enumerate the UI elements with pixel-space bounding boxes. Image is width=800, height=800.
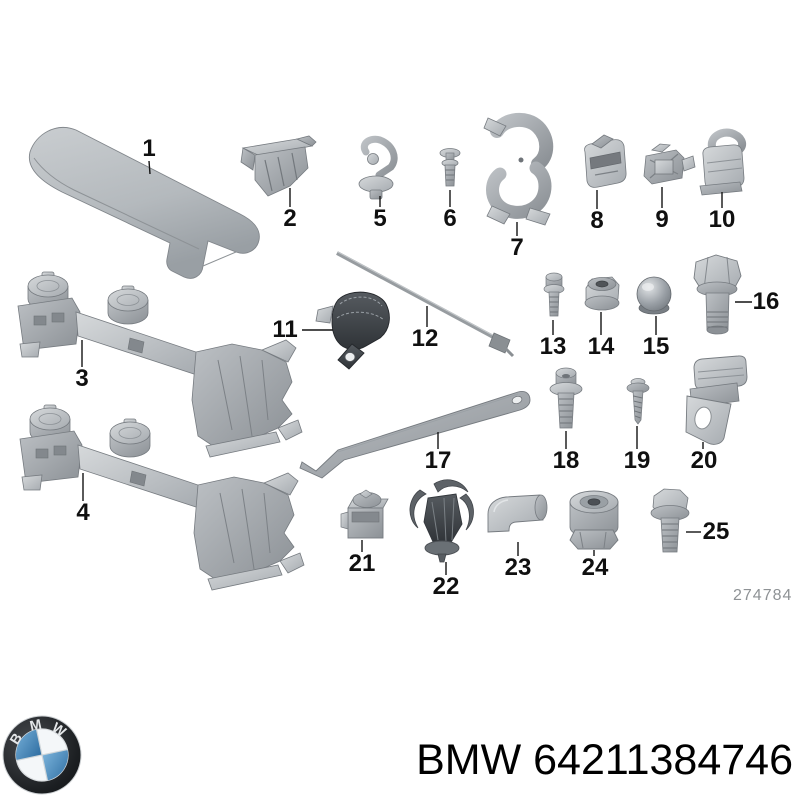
part-23-cover-cap <box>487 494 548 533</box>
part-10-pipe-clip <box>699 128 747 196</box>
part-5-cable-holder-clip <box>358 135 398 200</box>
part-13-torx-screw <box>543 272 565 317</box>
part-25-flange-bolt <box>650 488 690 553</box>
callout-23: 23 <box>504 554 532 581</box>
part-9-cage-clip <box>643 143 696 185</box>
drawing-number: 274784 <box>733 587 793 604</box>
callout-20: 20 <box>690 447 718 474</box>
part-number-text: BMW 64211384746 <box>416 736 793 784</box>
logo-letter-m: M <box>28 716 43 734</box>
part-2-bracket-clip <box>240 135 317 197</box>
part-14-flange-nut <box>584 276 620 311</box>
callout-15: 15 <box>642 333 670 360</box>
part-15-cap-nut-cover <box>636 276 672 315</box>
callout-1: 1 <box>142 135 156 162</box>
callout-6: 6 <box>443 205 457 232</box>
part-12-cable-tie <box>336 251 515 358</box>
part-6-expanding-rivet <box>439 148 461 187</box>
callout-18: 18 <box>552 447 580 474</box>
callout-3: 3 <box>75 365 89 392</box>
part-19-screw <box>626 378 650 425</box>
callout-19: 19 <box>623 447 651 474</box>
part-1-trim-cover <box>28 127 260 279</box>
callout-5: 5 <box>373 205 387 232</box>
part-22-expanding-clip <box>409 479 474 563</box>
callout-14: 14 <box>587 333 615 360</box>
part-11-p-clamp <box>315 291 390 370</box>
callout-7: 7 <box>510 234 524 261</box>
callout-16: 16 <box>752 288 780 315</box>
bmw-logo: B M W <box>2 715 82 795</box>
callout-25: 25 <box>702 518 730 545</box>
part-8-spring-clip <box>584 134 627 188</box>
callout-13: 13 <box>539 333 567 360</box>
callout-2: 2 <box>283 205 297 232</box>
callout-22: 22 <box>432 573 460 600</box>
callout-10: 10 <box>708 206 736 233</box>
callout-8: 8 <box>590 207 604 234</box>
part-7-spring-band-clamp <box>483 113 554 226</box>
part-24-collar-nut <box>569 490 619 550</box>
part-17-support-strap <box>299 391 531 479</box>
part-16-hex-bolt <box>693 254 742 335</box>
leader-lines <box>81 160 752 575</box>
part-20-angle-bracket <box>685 355 748 445</box>
callout-11: 11 <box>272 316 298 343</box>
callout-9: 9 <box>655 206 669 233</box>
part-21-cage-nut <box>340 489 389 539</box>
callout-12: 12 <box>411 325 439 352</box>
callout-17: 17 <box>424 447 452 474</box>
part-18-torx-bolt <box>549 367 583 429</box>
callout-21: 21 <box>348 550 376 577</box>
callout-24: 24 <box>581 554 609 581</box>
callout-4: 4 <box>76 499 90 526</box>
